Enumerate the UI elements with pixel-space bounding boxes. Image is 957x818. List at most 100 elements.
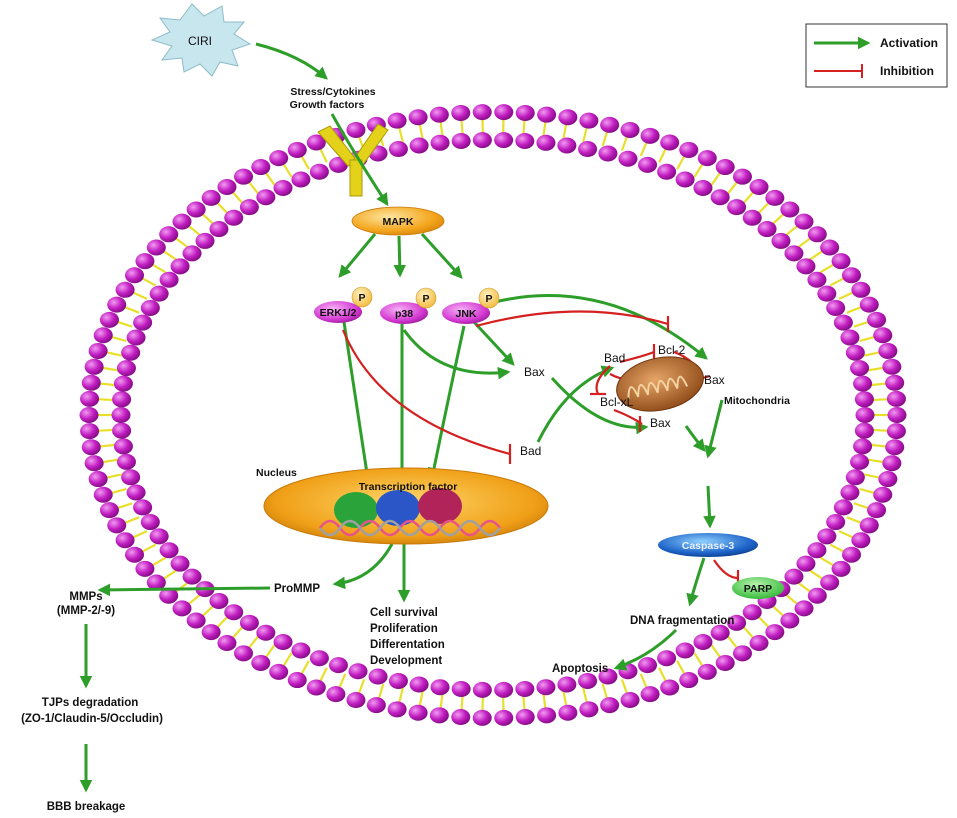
bad-label: Bad (520, 444, 541, 458)
lipid-tail (439, 693, 444, 710)
lipid-head (820, 239, 840, 256)
lipid-head (472, 709, 492, 726)
lipid-tail (726, 180, 739, 195)
lipid-tail (123, 516, 140, 525)
lipid-head (115, 281, 135, 298)
lipid-head (826, 299, 846, 316)
transcription-factor-green (334, 492, 378, 528)
lipid-head (182, 568, 202, 585)
lipid-head (780, 612, 800, 629)
lipid-head (125, 267, 145, 284)
lipid-head (146, 239, 166, 256)
lipid-head (557, 676, 577, 693)
inhibit-bclxl-bax (613, 408, 643, 425)
outcome-development: Development (370, 655, 442, 667)
lipid-head (598, 668, 618, 685)
lipid-head (309, 163, 329, 180)
lipid-tail (105, 351, 122, 357)
lipid-tail (676, 660, 686, 676)
lipid-tail (357, 678, 366, 695)
lipid-tail (771, 212, 785, 226)
lipid-head (757, 221, 777, 238)
mapk-label: MAPK (383, 216, 414, 228)
lipid-head (807, 542, 827, 559)
lipid-head (234, 168, 254, 185)
mitochondria-icon (616, 356, 704, 412)
phospho-icon (351, 286, 373, 308)
lipid-head (840, 484, 860, 501)
lipid-head (494, 709, 514, 726)
lipid-head (88, 471, 108, 488)
p38-label: p38 (395, 308, 413, 320)
lipid-head (217, 635, 237, 652)
lipid-tail (318, 667, 328, 683)
stimulus-label-line2: Growth factors (290, 99, 365, 111)
lipid-head (765, 624, 785, 641)
lipid-tail (264, 171, 276, 186)
dna-helix-icon (318, 519, 502, 537)
svg-text:P: P (485, 293, 492, 305)
lipid-tail (318, 147, 328, 163)
lipid-head (867, 502, 887, 519)
lipid-head (885, 439, 905, 456)
lipid-tail (838, 291, 855, 300)
lipid-head (558, 109, 578, 126)
lipid-head (368, 668, 388, 685)
lipid-head (234, 645, 254, 662)
lipid-head (140, 299, 160, 316)
lipid-head (451, 133, 471, 150)
lipid-head (429, 106, 449, 123)
bax-label: Bax (524, 365, 545, 379)
lipid-head (408, 109, 428, 126)
lipid-tail (99, 443, 116, 448)
lipid-tail (797, 236, 812, 249)
lipid-head (273, 634, 293, 651)
lipid-head (116, 453, 136, 470)
caspase3-label: Caspase-3 (682, 540, 735, 552)
lipid-tail (187, 593, 202, 606)
lipid-head (269, 663, 289, 680)
lipid-tail (757, 201, 771, 215)
lipid-head (853, 375, 873, 392)
lipid-head (796, 258, 816, 275)
arrow-mapk-to-p38 (393, 235, 407, 278)
caspase3-node: Caspase-3 (658, 533, 758, 557)
lipid-head (113, 375, 133, 392)
lipid-head (186, 201, 206, 218)
lipid-tail (247, 635, 260, 650)
lipid-tail (123, 305, 140, 314)
parp-node: PARP (732, 577, 784, 599)
lipid-tail (231, 625, 244, 640)
arrow-caspase3-to-dna (686, 557, 706, 607)
lipid-tail (582, 687, 589, 704)
lipid-head (494, 132, 514, 149)
lipid-head (429, 707, 449, 724)
lipid-head (291, 642, 311, 659)
lipid-tail (639, 140, 648, 157)
lipid-tail (131, 530, 148, 539)
lipid-head (657, 650, 677, 667)
lipid-head (84, 455, 104, 472)
cell-membrane (79, 104, 907, 726)
lipid-tail (864, 351, 881, 357)
arrow-nucleus-to-prommp (332, 543, 394, 590)
lipid-head (159, 271, 179, 288)
lipid-tail (742, 625, 755, 640)
dna-fragmentation-label: DNA fragmentation (630, 615, 734, 627)
lipid-head (742, 209, 762, 226)
lipid-tail (282, 162, 293, 178)
lipid-head (579, 701, 599, 718)
lipid-tail (97, 428, 114, 432)
mitochondria-label: Mitochondria (724, 395, 790, 407)
lipid-head (618, 150, 638, 167)
lipid-head (887, 407, 907, 423)
lipid-head (817, 285, 837, 302)
arrow-mito-bax-down (684, 425, 706, 452)
lipid-head (854, 391, 874, 408)
receptor-icon (317, 123, 389, 197)
lipid-head (732, 168, 752, 185)
lipid-head (771, 232, 791, 249)
lipid-head (107, 296, 127, 313)
outcome-proliferation: Proliferation (370, 623, 438, 635)
lipid-head (854, 422, 874, 439)
